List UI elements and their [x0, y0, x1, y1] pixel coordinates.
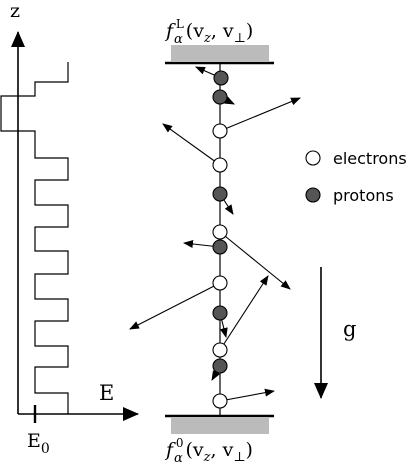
electron — [212, 123, 228, 139]
e-axis-label: E — [99, 381, 114, 405]
proton — [212, 305, 228, 321]
e0-label: E0 — [27, 430, 50, 457]
legend-proton-marker — [305, 187, 321, 203]
bottom-boundary-label: fα0(vz, v⊥) — [164, 436, 253, 466]
z-axis-label: z — [10, 0, 20, 22]
proton — [212, 239, 228, 255]
top-plate-shade — [171, 45, 269, 61]
legend-electron-marker — [305, 150, 321, 166]
potential-profile — [0, 62, 69, 414]
bottom-plate-shade — [171, 418, 269, 434]
legend-electrons-label: electrons — [333, 149, 407, 168]
electron — [212, 342, 228, 358]
gravity-label: g — [343, 317, 356, 341]
top-boundary-label: fαL(vz, v⊥) — [164, 17, 253, 47]
velocity-arrow — [219, 97, 301, 132]
proton — [212, 89, 228, 105]
electron — [212, 275, 228, 291]
legend-protons-label: protons — [333, 186, 394, 205]
particles — [212, 70, 229, 409]
velocity-arrow — [219, 275, 269, 351]
velocity-arrow — [129, 282, 221, 330]
legend: electrons protons — [305, 149, 407, 205]
proton — [212, 186, 228, 202]
electron — [212, 157, 228, 173]
velocity-arrow — [219, 388, 275, 402]
electron — [212, 224, 228, 240]
electron — [212, 393, 228, 409]
velocity-arrow — [162, 123, 221, 166]
proton — [212, 358, 228, 374]
velocity-arrow — [219, 231, 291, 290]
proton — [213, 70, 229, 86]
